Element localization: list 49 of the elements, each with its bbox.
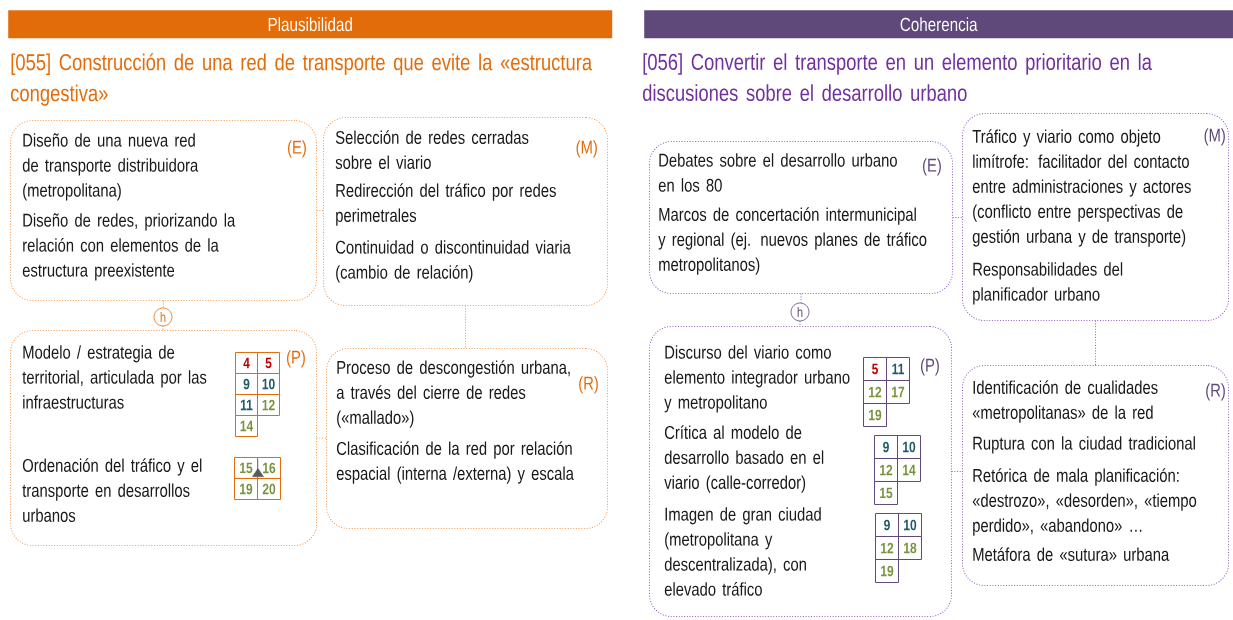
number-cell: 16 [257, 457, 281, 479]
number-cell: 12 [863, 380, 887, 404]
connector-line [163, 300, 165, 309]
number-cell: 10 [898, 513, 922, 537]
header-band: Plausibilidad [8, 10, 613, 39]
number-cell: 14 [235, 415, 258, 437]
rounded-box: Tráfico y viario como objeto limítrofe: facilitador del contacto entre administraciones y actores (conflicto entre perspectivas de gestión urbana y de transporte) Responsabilidades del planificador urbano (M) [962, 113, 1230, 322]
connector-line [799, 320, 801, 327]
rounded-box: Selección de redes cerradas sobre el viario Redirección del tráfico por redes perimetrales Continuidad o discontinuidad viaria (cambio de relación) (M) [323, 117, 609, 307]
connector-line [1095, 320, 1097, 366]
number-cell: 19 [875, 559, 899, 583]
header-band: Coherencia [644, 10, 1233, 39]
connector-line [952, 217, 963, 219]
number-cell: 20 [257, 478, 281, 500]
heading: [055] Construcción de una red de transporte que evite la «estructura congestiva» [11, 53, 593, 106]
rounded-box: Debates sobre el desarrollo urbano en los 80 (E) Marcos de concertación intermunicipal y regional (ej. nuevos planes de tráfico metropolitanos) [649, 141, 954, 295]
number-cell: 10 [897, 435, 921, 459]
number-cell: 15 [874, 481, 898, 505]
number-cell: 9 [875, 513, 899, 537]
number-cell: 5 [863, 357, 887, 381]
number-cell: 4 [235, 352, 258, 374]
number-cell: 12 [875, 536, 899, 560]
number-cell: 18 [898, 536, 922, 560]
rounded-box: Diseño de una nueva red de transporte distribuidora (metropolitana) Diseño de redes, priorizando la relación con elementos de la estructura preexistente (E) [10, 120, 318, 302]
connector-line [316, 210, 324, 212]
number-cell: 9 [235, 373, 258, 395]
number-cell: 11 [886, 357, 910, 381]
rounded-box: Proceso de descongestión urbana, a través del cierre de redes («mallado») Clasificación de la red por relación espacial (interna /externa) y escala (R) [326, 348, 609, 530]
number-cell: 19 [863, 403, 887, 427]
arrow [252, 458, 264, 477]
rounded-box: Identificación de cualidades «metropolitanas» de la red Ruptura con la ciudad tradicional Retórica de mala planificación: «destrozo», «desorden», «tiempo perdido», «abandono» … Metáfora de «sutura» urbana (R) [962, 365, 1230, 587]
heading: [056] Convertir el transporte en un elemento prioritario en la discusiones sobre el desarrollo urbano [643, 53, 1152, 102]
connector-line [465, 305, 467, 349]
number-cell: 12 [257, 394, 280, 416]
number-cell: 14 [897, 458, 921, 482]
circled-letter: h [790, 302, 810, 322]
number-cell: 19 [234, 478, 258, 500]
number-cell: 5 [257, 352, 280, 374]
connector-line [316, 437, 327, 439]
circled-letter: h [153, 307, 173, 327]
connector-line [800, 293, 802, 304]
number-cell: 9 [874, 435, 898, 459]
connector-line [951, 471, 963, 473]
number-cell: 12 [874, 458, 898, 482]
number-cell: 11 [235, 394, 258, 416]
connector-line [162, 325, 164, 331]
number-cell: 17 [886, 380, 910, 404]
number-cell: 10 [257, 373, 280, 395]
number-cell: 15 [234, 457, 258, 479]
